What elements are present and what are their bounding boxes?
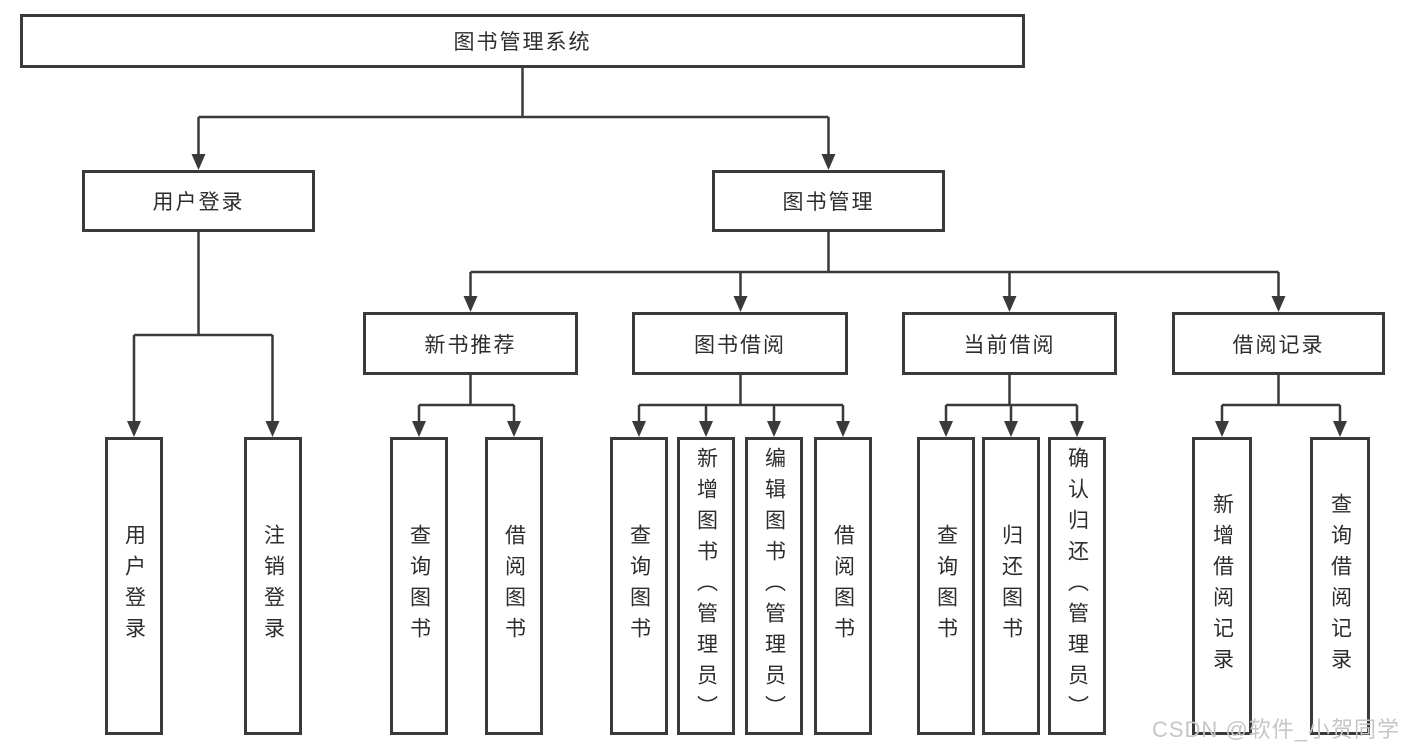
leaf-query-borrow-record: 查询借阅记录: [1310, 437, 1370, 735]
leaf-add-borrow-record: 新增借阅记录: [1192, 437, 1252, 735]
node-user-login: 用户登录: [82, 170, 315, 232]
node-current-borrow: 当前借阅: [902, 312, 1117, 375]
csdn-watermark: CSDN @软件_小贺同学: [1151, 717, 1400, 742]
node-new-book-recommend: 新书推荐: [363, 312, 578, 375]
leaf-borrow-books-recommend: 借阅图书: [485, 437, 543, 735]
leaf-query-books-borrow: 查询图书: [610, 437, 668, 735]
leaf-borrow-books: 借阅图书: [814, 437, 872, 735]
node-borrow-records: 借阅记录: [1172, 312, 1385, 375]
leaf-query-books-recommend: 查询图书: [390, 437, 448, 735]
node-book-management: 图书管理: [712, 170, 945, 232]
leaf-return-books: 归还图书: [982, 437, 1040, 735]
leaf-query-books-current: 查询图书: [917, 437, 975, 735]
arrowhead-icons: [127, 154, 1347, 437]
leaf-edit-books-admin: 编辑图书（管理员）: [745, 437, 803, 735]
node-book-borrow: 图书借阅: [632, 312, 848, 375]
node-library-management-system: 图书管理系统: [20, 14, 1025, 68]
leaf-confirm-return-admin: 确认归还（管理员）: [1048, 437, 1106, 735]
leaf-logout: 注销登录: [244, 437, 302, 735]
leaf-user-login: 用户登录: [105, 437, 163, 735]
leaf-add-books-admin: 新增图书（管理员）: [677, 437, 735, 735]
